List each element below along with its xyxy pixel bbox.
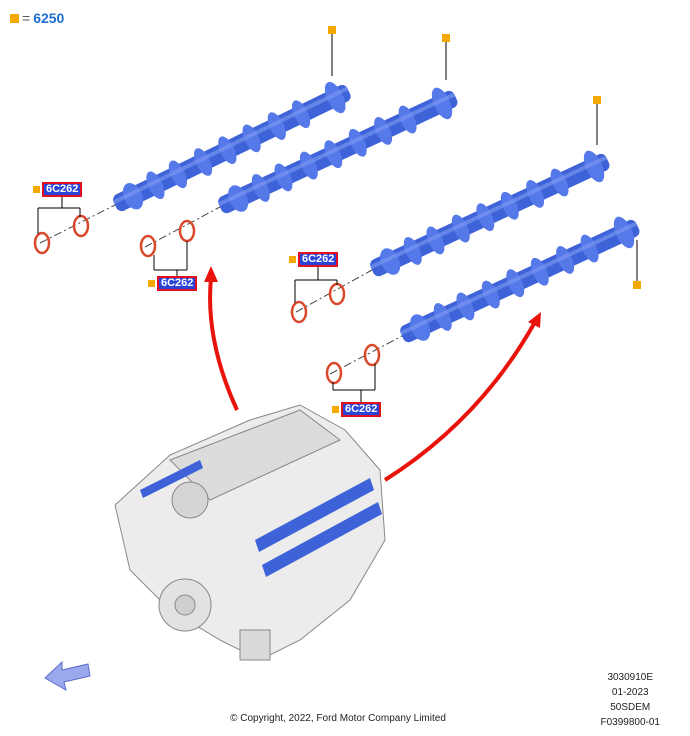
copyright-notice: © Copyright, 2022, Ford Motor Company Li… [230,713,446,724]
callout-6c262[interactable]: 6C262 [33,182,83,197]
part-markers [328,26,641,289]
direction-arrows [208,277,537,482]
callout-6c262[interactable]: 6C262 [148,276,198,291]
legend: = 6250 [10,10,64,26]
camshaft-3 [364,144,615,286]
legend-marker-icon [10,13,19,23]
callout-6c262[interactable]: 6C262 [289,252,339,267]
callout-marker-icon [332,406,339,413]
previous-view-arrow-icon [44,660,91,692]
callout-marker-icon [33,186,40,193]
engine-illustration [114,404,386,661]
legend-part-number: 6250 [33,10,65,26]
callout-marker-icon [148,280,155,287]
callout-6c262[interactable]: 6C262 [332,402,382,417]
illustration-metadata: 3030910E 01-2023 50SDEM F0399800-01 [600,672,661,728]
callout-marker-icon [289,256,296,263]
